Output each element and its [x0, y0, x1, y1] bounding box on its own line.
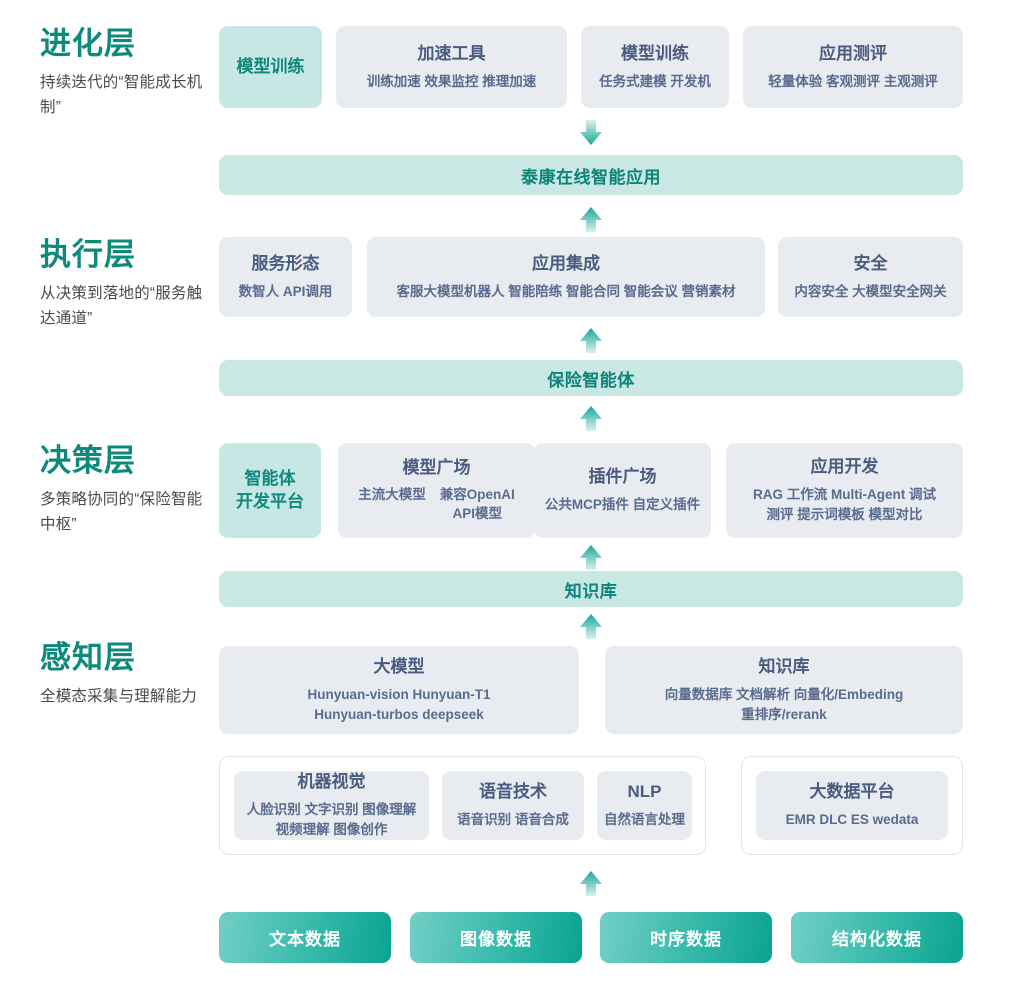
- arrow-up-to-kb-icon: [576, 543, 606, 573]
- pill-text-data[interactable]: 文本数据: [219, 912, 391, 963]
- card-capability-machine-vision[interactable]: 机器视觉 人脸识别 文字识别 图像理解视频理解 图像创作: [234, 771, 429, 840]
- banner-label: 保险智能体: [547, 370, 635, 390]
- card-evolution-acceleration-tools[interactable]: 加速工具 训练加速 效果监控 推理加速: [336, 26, 567, 108]
- card-subtitle: 任务式建模 开发机: [599, 73, 711, 89]
- card-execution-security[interactable]: 安全 内容安全 大模型安全网关: [778, 237, 963, 317]
- card-title: 知识库: [758, 656, 810, 676]
- banner-label: 知识库: [564, 581, 618, 601]
- card-title: 加速工具: [417, 43, 486, 63]
- pill-label: 结构化数据: [832, 930, 922, 949]
- arrow-up-to-agent-icon: [576, 326, 606, 356]
- card-subtitle: EMR DLC ES wedata: [785, 812, 919, 828]
- arrow-up-to-capability-icon: [576, 869, 606, 899]
- card-subtitle: RAG 工作流 Multi-Agent 调试测评 提示词模板 模型对比: [753, 487, 936, 523]
- card-subtitle-col: 主流大模型: [358, 487, 426, 503]
- card-capability-nlp[interactable]: NLP 自然语言处理: [597, 771, 692, 840]
- card-subtitle: 数智人 API调用: [238, 283, 333, 299]
- card-subtitle: 轻量体验 客观测评 主观测评: [768, 73, 938, 89]
- card-title: 模型训练: [236, 56, 305, 76]
- pill-label: 时序数据: [650, 930, 722, 949]
- layer-label-execution: 执行层 从决策到落地的“服务触达通道”: [40, 237, 216, 331]
- card-subtitle: 训练加速 效果监控 推理加速: [366, 73, 537, 89]
- layer-title-execution: 执行层: [40, 237, 136, 272]
- card-subtitle: 人脸识别 文字识别 图像理解视频理解 图像创作: [246, 802, 417, 838]
- card-execution-app-integration[interactable]: 应用集成 客服大模型机器人 智能陪练 智能合同 智能会议 营销素材: [367, 237, 765, 317]
- card-decision-plugin-plaza[interactable]: 插件广场 公共MCP插件 自定义插件: [534, 443, 711, 538]
- card-evolution-app-evaluation[interactable]: 应用测评 轻量体验 客观测评 主观测评: [743, 26, 963, 108]
- card-title: 大模型: [373, 656, 425, 676]
- card-title: 大数据平台: [809, 782, 895, 802]
- card-title: 应用测评: [819, 43, 887, 63]
- card-title: 语音技术: [479, 782, 547, 802]
- banner-label: 泰康在线智能应用: [521, 167, 661, 187]
- arrow-down-to-app-icon: [576, 118, 606, 148]
- pill-label: 文本数据: [269, 930, 341, 949]
- card-title: 应用开发: [810, 457, 879, 477]
- card-capability-bigdata-platform[interactable]: 大数据平台 EMR DLC ES wedata: [756, 771, 948, 840]
- layer-subtitle-decision: 多策略协同的“保险智能中枢”: [40, 490, 203, 533]
- pill-label: 图像数据: [460, 930, 532, 949]
- card-evolution-model-training[interactable]: 模型训练 任务式建模 开发机: [581, 26, 729, 108]
- card-decision-agent-dev-platform[interactable]: 智能体开发平台: [219, 443, 321, 538]
- banner-tk-online-ai-app[interactable]: 泰康在线智能应用: [219, 155, 963, 195]
- card-title: 模型训练: [621, 43, 689, 63]
- card-decision-app-development[interactable]: 应用开发 RAG 工作流 Multi-Agent 调试测评 提示词模板 模型对比: [726, 443, 963, 538]
- layer-title-decision: 决策层: [40, 443, 136, 478]
- layer-label-decision: 决策层 多策略协同的“保险智能中枢”: [40, 443, 216, 537]
- pill-structured-data[interactable]: 结构化数据: [791, 912, 963, 963]
- layer-title-evolution: 进化层: [40, 26, 136, 61]
- card-subtitle: 语音识别 语音合成: [457, 812, 569, 828]
- card-title: 应用集成: [532, 253, 600, 273]
- card-subtitle: 内容安全 大模型安全网关: [794, 283, 947, 299]
- card-execution-service-form[interactable]: 服务形态 数智人 API调用: [219, 237, 352, 317]
- layer-subtitle-evolution: 持续迭代的“智能成长机制”: [40, 73, 203, 116]
- card-subtitle: 客服大模型机器人 智能陪练 智能合同 智能会议 营销素材: [396, 283, 736, 299]
- arrow-up-to-app-icon: [576, 205, 606, 235]
- card-title: 智能体开发平台: [236, 468, 304, 511]
- banner-insurance-agent[interactable]: 保险智能体: [219, 360, 963, 396]
- banner-knowledge-base[interactable]: 知识库: [219, 571, 963, 607]
- layer-subtitle-execution: 从决策到落地的“服务触达通道”: [40, 284, 203, 327]
- card-evolution-model-training-platform[interactable]: 模型训练: [219, 26, 322, 108]
- card-subtitle: 公共MCP插件 自定义插件: [544, 497, 701, 513]
- card-subtitle: 自然语言处理: [604, 812, 685, 828]
- pill-timeseries-data[interactable]: 时序数据: [600, 912, 772, 963]
- card-title: 安全: [853, 253, 888, 273]
- layer-label-perception: 感知层 全模态采集与理解能力: [40, 640, 216, 709]
- layer-label-evolution: 进化层 持续迭代的“智能成长机制”: [40, 26, 216, 120]
- arrow-up-to-agent-lower-icon: [576, 404, 606, 434]
- card-title: 模型广场: [402, 458, 471, 478]
- layer-title-perception: 感知层: [40, 640, 136, 675]
- card-title: 服务形态: [251, 253, 320, 273]
- card-title: 插件广场: [588, 467, 657, 487]
- card-title: NLP: [627, 782, 662, 802]
- card-capability-speech-tech[interactable]: 语音技术 语音识别 语音合成: [442, 771, 584, 840]
- layer-subtitle-perception: 全模态采集与理解能力: [40, 687, 198, 705]
- arrow-up-to-kb-lower-icon: [576, 612, 606, 642]
- card-title: 机器视觉: [297, 772, 366, 792]
- pill-image-data[interactable]: 图像数据: [410, 912, 582, 963]
